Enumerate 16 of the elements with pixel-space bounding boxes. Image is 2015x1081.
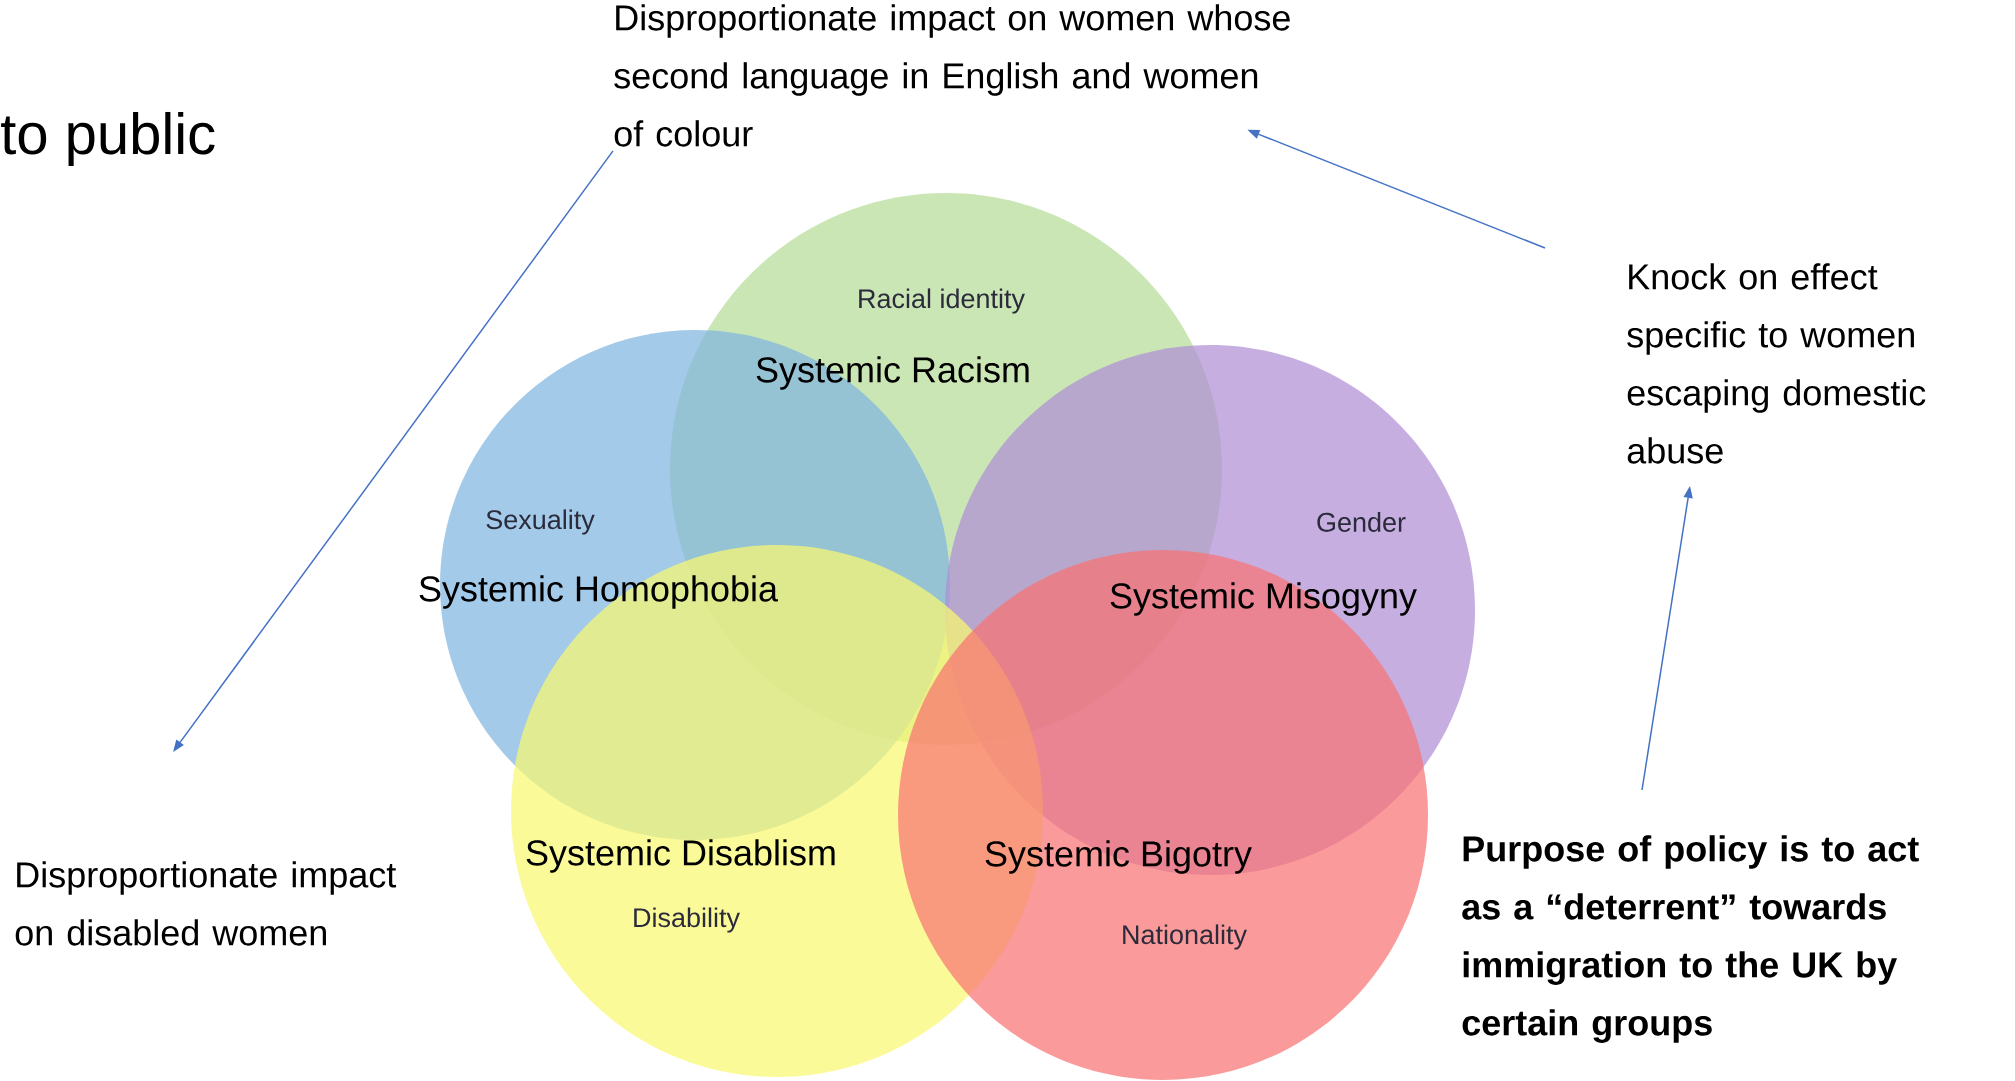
annotation-text: Purpose of policy is to act as a “deterrent” towards immigration to the UK by certain groups <box>1462 835 1919 1043</box>
annotation-text: Disproportionate impact on disabled women <box>15 861 397 946</box>
system-label: Systemic Racism <box>756 356 1029 390</box>
system-label: Systemic Disablism <box>526 839 835 873</box>
annotation-text: Disproportionate impact on women whose second language in English and women of colour <box>614 4 1290 147</box>
category-label: Nationality <box>1123 924 1247 950</box>
category-label: Disability <box>634 907 740 933</box>
annotation-text: Knock on effect specific to women escaping domestic abuse <box>1627 263 1926 464</box>
system-label: Systemic Bigotry <box>985 840 1252 874</box>
system-label: Systemic Misogyny <box>1110 582 1417 616</box>
category-label: Gender <box>1317 512 1406 532</box>
category-label: Racial identity <box>859 288 1025 314</box>
venn-circle <box>898 550 1428 1080</box>
system-label: Systemic Homophobia <box>419 575 778 609</box>
heading-fragment: to public <box>1 111 215 166</box>
category-label: Sexuality <box>486 509 595 535</box>
